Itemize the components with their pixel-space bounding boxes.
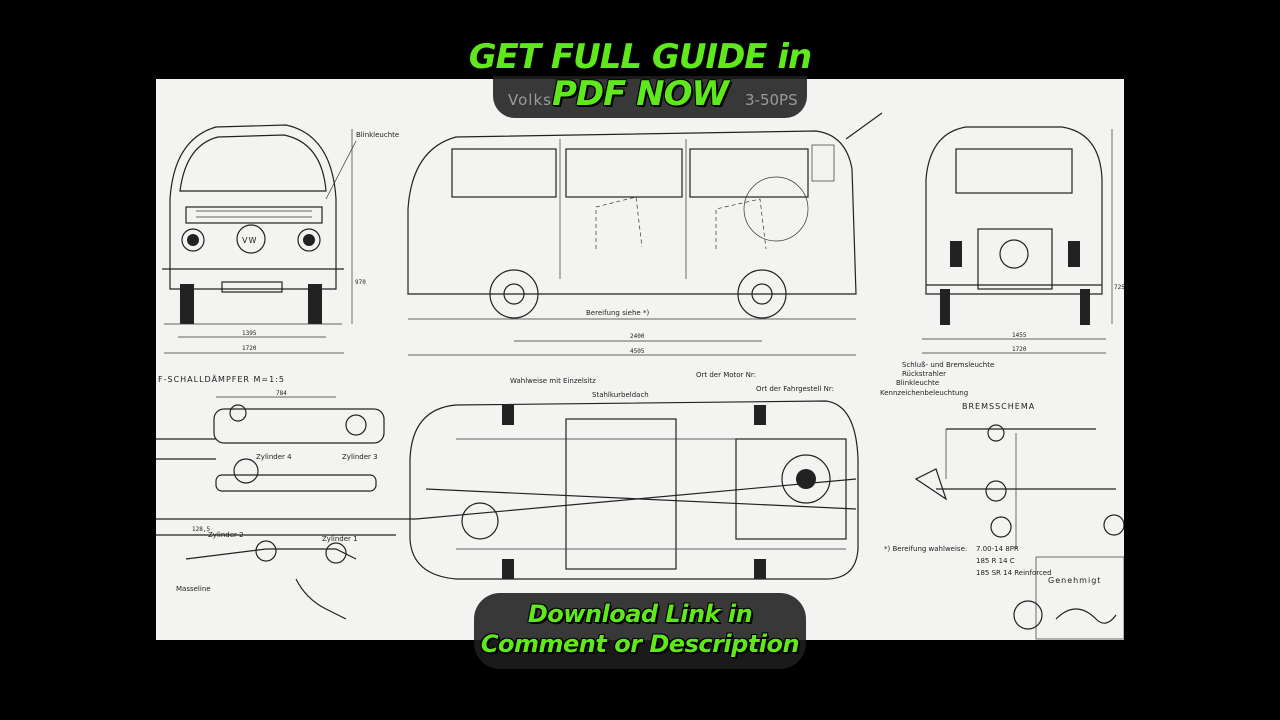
label-zylinder3: Zylinder 3 [342,453,378,461]
label-zylinder2: Zylinder 2 [208,531,244,539]
muffler-width: 128,5 [192,526,210,533]
label-masse: Masseline [176,585,211,593]
label-zylinder1: Zylinder 1 [322,535,358,543]
tire-option-3: 185 SR 14 Reinforced [976,569,1052,577]
label-stahlkurbeldach: Stahlkurbeldach [592,391,649,399]
muffler-detail: F-SCHALLDÄMPFER M=1:5 784 Zylinder 4 Zyl… [156,374,416,620]
vw-bus-blueprint: VW 1395 1720 970 Blinkleuchte [156,112,1124,640]
headline-line-2: PDF NOW [551,74,729,114]
footer-line-1: Download Link in [527,600,753,628]
label-zylinder4: Zylinder 4 [256,453,292,461]
label-bereifung-wahl: *) Bereifung wahlweise: [884,545,967,553]
rear-width-1: 1455 [1012,332,1027,339]
label-bremsschema: BREMSSCHEMA [962,402,1035,411]
side-view: 2400 4505 Bereifung siehe *) [407,112,883,356]
front-width-2: 1720 [242,345,257,352]
front-width-1: 1395 [242,330,257,337]
label-wahlweise: Wahlweise mit Einzelsitz [510,377,596,385]
front-view: VW 1395 1720 970 Blinkleuchte [162,124,399,354]
label-rueckstrahler: Rückstrahler [902,370,946,378]
headline-backdrop [493,76,807,118]
brake-schema: BREMSSCHEMA *) Bereifung wahlweise: 7.00… [884,402,1124,640]
label-blinkleuchte: Blinkleuchte [356,131,399,139]
label-blinkleuchte-rear: Blinkleuchte [896,379,939,387]
label-ort-fahrgestell: Ort der Fahrgestell Nr: [756,385,834,393]
footer-line-2: Comment or Description [480,630,800,658]
label-schluss: Schluß- und Bremsleuchte [902,361,994,369]
svg-text:VW: VW [242,236,257,245]
tire-option-2: 185 R 14 C [976,557,1015,565]
chassis-top-view: Wahlweise mit Einzelsitz Stahlkurbeldach… [409,371,859,580]
front-height: 970 [355,279,366,286]
label-genehmigt: Genehmigt [1048,576,1101,585]
label-bereifung: Bereifung siehe *) [586,309,649,317]
rear-height: 725 [1114,284,1124,291]
wheelbase: 2400 [630,333,645,340]
muffler-length: 784 [276,390,287,397]
label-schalldampfer: F-SCHALLDÄMPFER M=1:5 [158,374,285,384]
drawing-title-right: 3-50PS [745,91,798,109]
overall-length: 4505 [630,348,645,355]
blueprint-sheet: VW 1395 1720 970 Blinkleuchte [156,79,1124,640]
drawing-title-left: Volks [508,91,552,109]
label-kennzeichen: Kennzeichenbeleuchtung [880,389,968,397]
label-ort-motor: Ort der Motor Nr: [696,371,756,379]
tire-option-1: 7.00-14 8PR [976,545,1019,553]
rear-width-2: 1720 [1012,346,1027,353]
rear-view: 1455 1720 725 Schluß- und Bremsleuchte R… [880,126,1124,397]
footer-backdrop [474,593,806,669]
headline-line-1: GET FULL GUIDE in [468,37,812,77]
